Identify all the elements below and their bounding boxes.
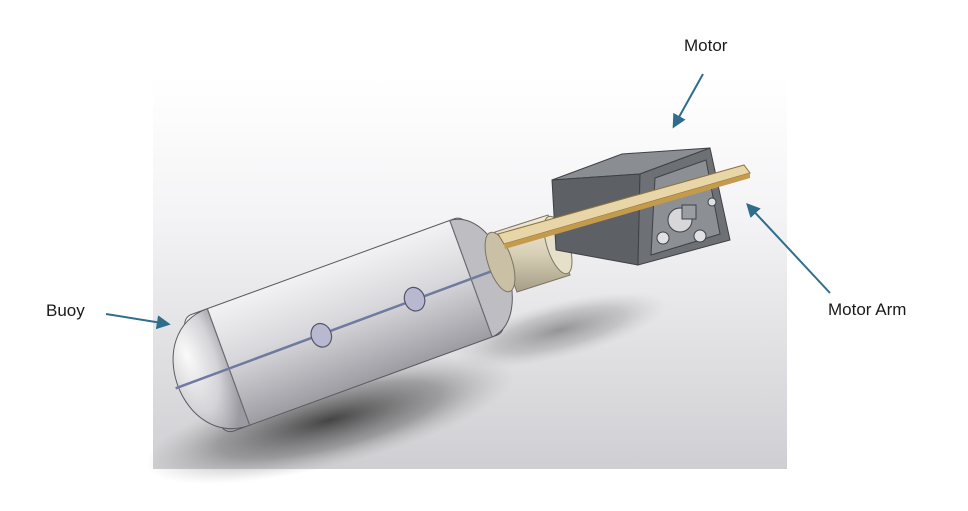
cast-shadow xyxy=(145,291,667,485)
callout-arrows xyxy=(105,73,831,330)
buoy-label: Buoy xyxy=(46,301,85,320)
motor-label: Motor xyxy=(684,36,728,55)
buoy-arrow xyxy=(105,313,171,330)
motor-arm-arrow xyxy=(746,202,831,294)
buoy-port xyxy=(310,322,333,348)
buoy-port xyxy=(403,286,426,312)
motor-arm xyxy=(497,164,751,249)
buoy xyxy=(172,217,513,433)
motor-arm-label: Motor Arm xyxy=(828,300,907,319)
motor-arrow xyxy=(672,73,704,129)
